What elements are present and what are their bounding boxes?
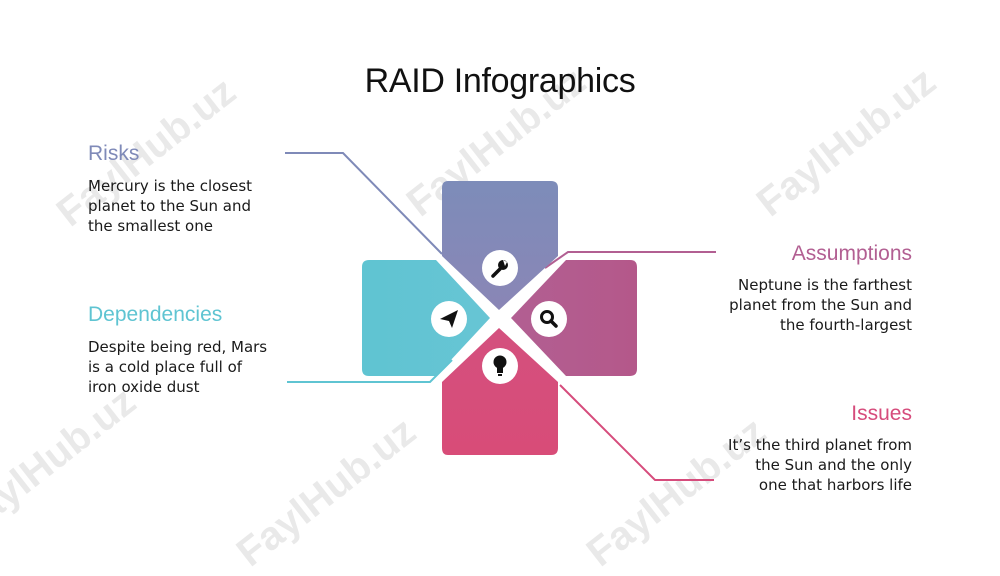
issues-text-line: It’s the third planet from xyxy=(728,436,912,454)
search-icon xyxy=(531,301,567,337)
assumptions-text-line: planet from the Sun and xyxy=(729,296,912,314)
dependencies-text-line: is a cold place full of xyxy=(88,358,243,376)
raid-diagram xyxy=(285,152,716,481)
assumptions-connector xyxy=(544,251,716,269)
risks-text-line: Mercury is the closest xyxy=(88,177,253,195)
page-title: RAID Infographics xyxy=(364,62,636,100)
issues-text-line: the Sun and the only xyxy=(755,456,912,474)
assumptions-text: Neptune is the farthest planet from the … xyxy=(729,275,912,335)
assumptions-text-line: the fourth-largest xyxy=(779,316,912,334)
dependencies-heading: Dependencies xyxy=(88,303,223,326)
paper-plane-icon xyxy=(431,301,467,337)
issues-connector xyxy=(559,384,714,481)
dependencies-text-line: Despite being red, Mars xyxy=(88,338,268,356)
assumptions-text-line: Neptune is the farthest xyxy=(738,276,912,294)
risks-text: Mercury is the closest planet to the Sun… xyxy=(88,176,252,236)
dependencies-connector xyxy=(287,359,453,383)
risks-connector xyxy=(285,152,443,255)
dependencies-text-line: iron oxide dust xyxy=(88,378,200,396)
risks-text-line: planet to the Sun and xyxy=(88,197,252,215)
risks-piece xyxy=(442,181,558,310)
lightbulb-icon xyxy=(482,348,518,384)
issues-text-line: one that harbors life xyxy=(758,476,912,494)
assumptions-piece xyxy=(511,260,637,376)
risks-text-line: the smallest one xyxy=(88,217,213,235)
dependencies-piece xyxy=(362,260,490,376)
issues-heading: Issues xyxy=(851,402,912,425)
assumptions-heading: Assumptions xyxy=(791,242,912,265)
issues-piece xyxy=(442,328,558,455)
issues-text: It’s the third planet from the Sun and t… xyxy=(728,435,912,495)
risks-heading: Risks xyxy=(88,142,140,165)
wrench-icon xyxy=(482,250,518,286)
dependencies-text: Despite being red, Mars is a cold place … xyxy=(88,337,267,397)
